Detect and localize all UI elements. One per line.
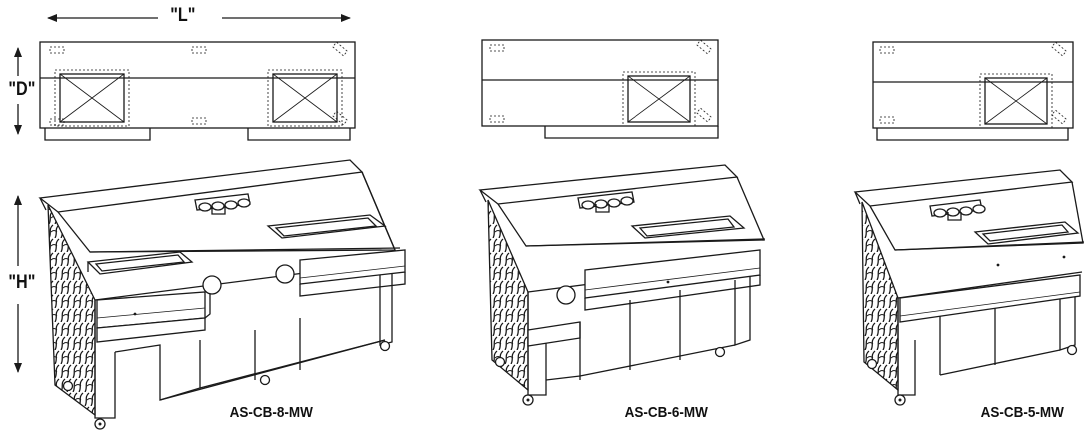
top-view-5ft — [872, 41, 1074, 141]
bar-5ft-perspective — [853, 169, 1085, 406]
model-label-6ft: AS-CB-6-MW — [624, 404, 708, 421]
model-label-8ft: AS-CB-8-MW — [229, 404, 313, 421]
top-view-6ft — [481, 39, 719, 139]
speed-rail-5ft — [929, 199, 986, 221]
height-label: "H" — [8, 272, 36, 293]
model-label-5ft: AS-CB-5-MW — [980, 404, 1064, 421]
casters-8ft — [62, 340, 391, 430]
top-view-8ft — [39, 41, 356, 141]
casters-5ft — [866, 344, 1078, 406]
speed-rail-6ft — [577, 191, 635, 213]
bar-8ft-perspective — [38, 159, 406, 430]
speed-rail-8ft — [194, 193, 251, 215]
length-label: "L" — [170, 5, 196, 26]
depth-label: "D" — [8, 79, 36, 100]
casters-6ft — [494, 346, 726, 406]
bar-6ft-perspective — [478, 164, 766, 406]
